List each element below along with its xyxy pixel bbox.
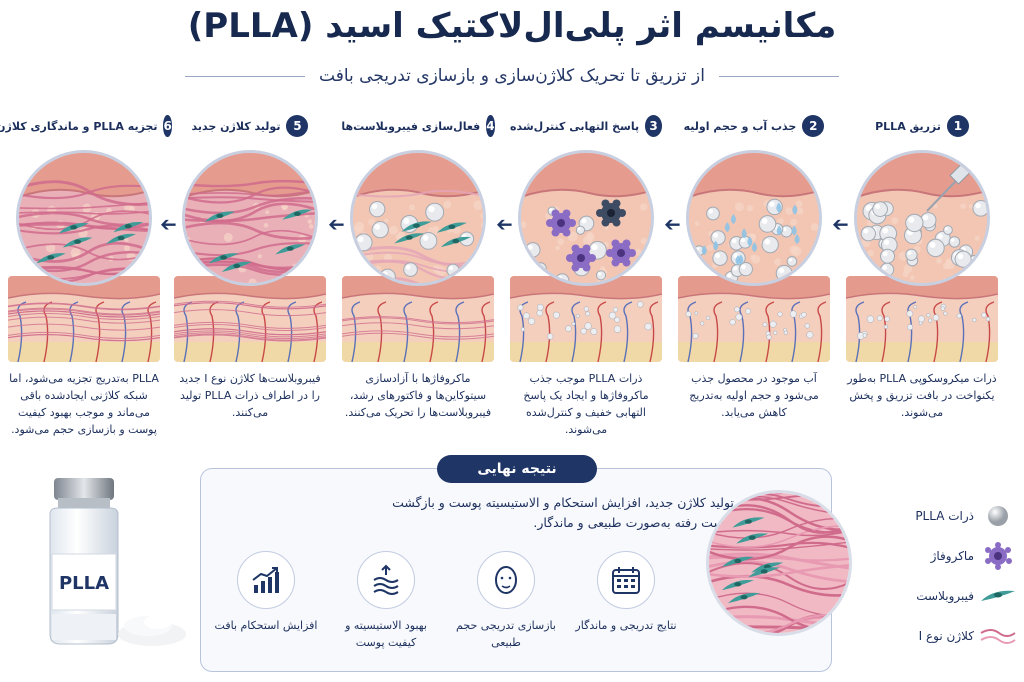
skin-cross-section-illustration xyxy=(678,276,830,362)
subtitle-bar: از تزریق تا تحریک کلاژن‌سازی و بازسازی ت… xyxy=(0,58,1024,94)
macrophage-icon xyxy=(978,541,1018,571)
subtitle-right-line xyxy=(718,75,839,77)
flow-arrow-icon: ➔ xyxy=(832,212,849,236)
legend-label: ماکروفاژ xyxy=(930,549,974,563)
step-title: جذب آب و حجم اولیه xyxy=(683,119,797,133)
step-header: 2 جذب آب و حجم اولیه xyxy=(678,112,830,140)
step-number: 2 xyxy=(802,115,825,137)
benefit-label: بازسازی تدریجی حجم طبیعی xyxy=(456,619,556,649)
step-number: 5 xyxy=(286,115,309,137)
benefit-elasticity: بهبود الاستیسیته و کیفیت پوست xyxy=(331,551,441,651)
legend: ذرات PLLA ماکروفاژ فیبروبلاست کلاژن نوع … xyxy=(862,498,1018,658)
page-title: مکانیسم اثر پلی‌ال‌لاکتیک اسید (PLLA) xyxy=(187,6,837,46)
step-number: 3 xyxy=(645,115,662,137)
magnified-tissue-illustration xyxy=(518,150,654,286)
step-number: 4 xyxy=(486,115,495,137)
step-title: تولید کلاژن جدید xyxy=(191,119,281,133)
skin-cross-section-illustration xyxy=(510,276,662,362)
benefit-volume: بازسازی تدریجی حجم طبیعی xyxy=(451,551,561,651)
step-header: 5 تولید کلاژن جدید xyxy=(174,112,326,140)
step-number: 1 xyxy=(946,115,969,137)
collagen-network-illustration xyxy=(706,490,852,636)
step-title: تجزیه PLLA و ماندگاری کلاژن xyxy=(0,119,158,133)
fibroblast-icon xyxy=(978,581,1018,611)
calendar-icon xyxy=(597,551,655,609)
magnified-tissue-illustration xyxy=(854,150,990,286)
step-header: 4 فعال‌سازی فیبروبلاست‌ها xyxy=(341,112,495,140)
legend-label: فیبروبلاست xyxy=(916,589,974,603)
step-1: 1 تزریق PLLA ذرات میکروسکوپی PLLA به‌طور… xyxy=(846,112,998,464)
subtitle: از تزریق تا تحریک کلاژن‌سازی و بازسازی ت… xyxy=(319,66,705,86)
legend-label: کلاژن نوع I xyxy=(918,629,974,643)
step-description: فیبروبلاست‌ها کلاژن نوع I جدید را در اطر… xyxy=(179,372,321,419)
vial-label: PLLA xyxy=(59,573,109,594)
magnified-tissue-illustration xyxy=(350,150,486,286)
growth-chart-icon xyxy=(237,551,295,609)
flow-arrow-icon: ➔ xyxy=(328,212,345,236)
flow-arrow-icon: ➔ xyxy=(664,212,681,236)
legend-item-particle: ذرات PLLA xyxy=(862,498,1018,534)
plla-vial-illustration: PLLA xyxy=(40,474,190,654)
step-title: تزریق PLLA xyxy=(875,119,941,133)
skin-cross-section-illustration xyxy=(846,276,998,362)
legend-label: ذرات PLLA xyxy=(915,509,974,523)
step-number: 6 xyxy=(163,115,172,137)
benefit-label: بهبود الاستیسیته و کیفیت پوست xyxy=(345,619,427,649)
step-description: ذرات میکروسکوپی PLLA به‌طور یکنواخت در ب… xyxy=(847,372,997,419)
step-5: 5 تولید کلاژن جدید فیبروبلاست‌ها کلاژن ن… xyxy=(174,112,326,464)
result-badge: نتیجه نهایی xyxy=(437,455,597,483)
step-title: فعال‌سازی فیبروبلاست‌ها xyxy=(341,119,481,133)
magnified-tissue-illustration xyxy=(16,150,152,286)
step-header: 1 تزریق PLLA xyxy=(846,112,998,140)
step-description: PLLA به‌تدریج تجزیه می‌شود، اما شبکه کلا… xyxy=(9,372,159,436)
step-header: 3 پاسخ التهابی کنترل‌شده xyxy=(510,112,662,140)
benefit-strength: افزایش استحکام بافت xyxy=(211,551,321,634)
step-3: 3 پاسخ التهابی کنترل‌شده ذرات PLLA موجب … xyxy=(510,112,662,464)
benefit-label: نتایج تدریجی و ماندگار xyxy=(575,619,677,632)
step-description: ذرات PLLA موجب جذب ماکروفاژها و ایجاد یک… xyxy=(523,372,649,436)
step-6: 6 تجزیه PLLA و ماندگاری کلاژن PLLA به‌تد… xyxy=(0,112,172,464)
magnified-tissue-illustration xyxy=(686,150,822,286)
step-description: آب موجود در محصول جذب می‌شود و حجم اولیه… xyxy=(689,372,819,419)
benefit-gradual: نتایج تدریجی و ماندگار xyxy=(571,551,681,634)
flow-arrow-icon: ➔ xyxy=(496,212,513,236)
elasticity-icon xyxy=(357,551,415,609)
legend-item-macrophage: ماکروفاژ xyxy=(862,538,1018,574)
face-icon xyxy=(477,551,535,609)
skin-cross-section-illustration xyxy=(8,276,160,362)
subtitle-left-line xyxy=(185,75,306,77)
particle-icon xyxy=(978,501,1018,531)
step-header: 6 تجزیه PLLA و ماندگاری کلاژن xyxy=(0,112,172,140)
step-2: 2 جذب آب و حجم اولیه آب موجود در محصول ج… xyxy=(678,112,830,464)
benefit-label: افزایش استحکام بافت xyxy=(214,619,318,632)
skin-cross-section-illustration xyxy=(174,276,326,362)
skin-cross-section-illustration xyxy=(342,276,494,362)
flow-arrow-icon: ➔ xyxy=(160,212,177,236)
step-4: 4 فعال‌سازی فیبروبلاست‌ها ماکروفاژها با … xyxy=(341,112,495,464)
steps-row: 1 تزریق PLLA ذرات میکروسکوپی PLLA به‌طور… xyxy=(0,112,1016,464)
legend-item-collagen: کلاژن نوع I xyxy=(862,618,1018,654)
collagen-icon xyxy=(978,621,1018,651)
magnified-tissue-illustration xyxy=(182,150,318,286)
result-panel: نتیجه نهایی تحریک تدریجی تولید کلاژن جدی… xyxy=(200,455,832,672)
step-title: پاسخ التهابی کنترل‌شده xyxy=(510,119,640,133)
step-description: ماکروفاژها با آزادسازی سیتوکاین‌ها و فاک… xyxy=(344,372,492,419)
legend-item-fibroblast: فیبروبلاست xyxy=(862,578,1018,614)
